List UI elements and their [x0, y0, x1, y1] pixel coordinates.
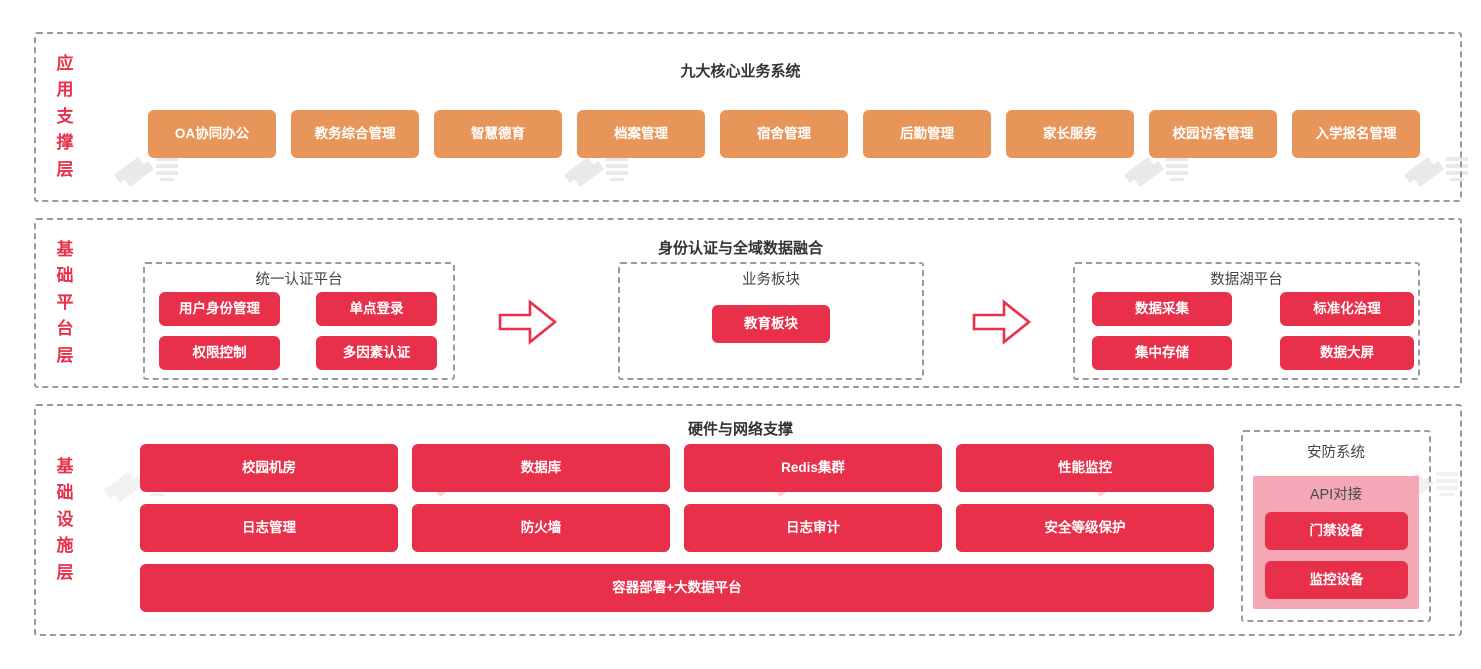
panel-title-business-module: 业务板块 — [742, 272, 800, 288]
datalake-box-data-dashboard[interactable]: 数据大屏 — [1280, 336, 1414, 370]
layer-infrastructure: 基 础 设 施 层 — [34, 404, 1462, 636]
layer-label-char: 台 — [56, 319, 74, 339]
infra-box-database[interactable]: 数据库 — [412, 444, 670, 492]
app-box-archive-management[interactable]: 档案管理 — [577, 110, 705, 158]
app-box-enrollment-management[interactable]: 入学报名管理 — [1292, 110, 1420, 158]
auth-box-multi-factor-auth[interactable]: 多因素认证 — [316, 336, 437, 370]
layer-label-base-platform: 基 础 平 台 层 — [36, 220, 94, 386]
layer-label-char: 应 — [56, 54, 74, 74]
layer-label-char: 基 — [56, 457, 74, 477]
datalake-box-data-collection[interactable]: 数据采集 — [1092, 292, 1232, 326]
panel-title-data-lake-platform: 数据湖平台 — [1210, 272, 1283, 288]
layer-label-char: 用 — [56, 80, 74, 100]
panel-business-module — [618, 262, 924, 380]
datalake-box-standardized-governance[interactable]: 标准化治理 — [1280, 292, 1414, 326]
section-title-identity-and-data-fusion: 身份认证与全域数据融合 — [657, 240, 823, 257]
security-box-access-control-device[interactable]: 门禁设备 — [1265, 512, 1408, 550]
panel-unified-auth-platform — [143, 262, 455, 380]
arrow-right-icon — [971, 298, 1033, 346]
infra-box-performance-monitoring[interactable]: 性能监控 — [956, 444, 1214, 492]
infra-box-redis-cluster[interactable]: Redis集群 — [684, 444, 942, 492]
app-box-logistics-management[interactable]: 后勤管理 — [863, 110, 991, 158]
section-title-hardware-network-support: 硬件与网络支撑 — [687, 421, 793, 438]
panel-title-api-integration: API对接 — [1309, 487, 1363, 503]
layer-label-char: 础 — [56, 266, 74, 286]
infra-box-log-management[interactable]: 日志管理 — [140, 504, 398, 552]
security-box-surveillance-device[interactable]: 监控设备 — [1265, 561, 1408, 599]
app-box-campus-visitor-management[interactable]: 校园访客管理 — [1149, 110, 1277, 158]
app-box-academic-affairs[interactable]: 教务综合管理 — [291, 110, 419, 158]
infra-box-log-audit[interactable]: 日志审计 — [684, 504, 942, 552]
section-title-core-business-systems: 九大核心业务系统 — [680, 63, 801, 80]
infra-box-container-deploy-bigdata-platform[interactable]: 容器部署+大数据平台 — [140, 564, 1214, 612]
app-box-dormitory-management[interactable]: 宿舍管理 — [720, 110, 848, 158]
business-box-education-module[interactable]: 教育板块 — [712, 305, 830, 343]
infra-box-security-level-protection[interactable]: 安全等级保护 — [956, 504, 1214, 552]
auth-box-user-identity-management[interactable]: 用户身份管理 — [159, 292, 280, 326]
layer-label-char: 撑 — [56, 133, 74, 153]
auth-box-permission-control[interactable]: 权限控制 — [159, 336, 280, 370]
panel-data-lake-platform — [1073, 262, 1420, 380]
layer-label-infrastructure: 基 础 设 施 层 — [36, 406, 94, 634]
infra-box-firewall[interactable]: 防火墙 — [412, 504, 670, 552]
layer-base-platform: 基 础 平 台 层 — [34, 218, 1462, 388]
infra-box-campus-server-room[interactable]: 校园机房 — [140, 444, 398, 492]
auth-box-single-sign-on[interactable]: 单点登录 — [316, 292, 437, 326]
layer-label-char: 础 — [56, 483, 74, 503]
layer-label-char: 支 — [56, 106, 74, 126]
panel-title-unified-auth-platform: 统一认证平台 — [255, 272, 343, 288]
panel-security-system — [1241, 430, 1431, 622]
layer-label-application-support: 应 用 支 撑 层 — [36, 34, 94, 200]
layer-label-char: 层 — [56, 345, 74, 365]
layer-application-support: 应 用 支 撑 层 — [34, 32, 1462, 202]
app-box-smart-moral-education[interactable]: 智慧德育 — [434, 110, 562, 158]
app-box-parent-service[interactable]: 家长服务 — [1006, 110, 1134, 158]
app-box-oa[interactable]: OA协同办公 — [148, 110, 276, 158]
panel-title-security-system: 安防系统 — [1307, 445, 1365, 461]
layer-label-char: 基 — [56, 240, 74, 260]
layer-label-char: 施 — [56, 536, 74, 556]
arrow-right-icon — [497, 298, 559, 346]
layer-label-char: 层 — [56, 159, 74, 179]
layer-label-char: 平 — [56, 292, 74, 312]
layer-label-char: 层 — [56, 562, 74, 582]
layer-label-char: 设 — [56, 509, 74, 529]
datalake-box-centralized-storage[interactable]: 集中存储 — [1092, 336, 1232, 370]
